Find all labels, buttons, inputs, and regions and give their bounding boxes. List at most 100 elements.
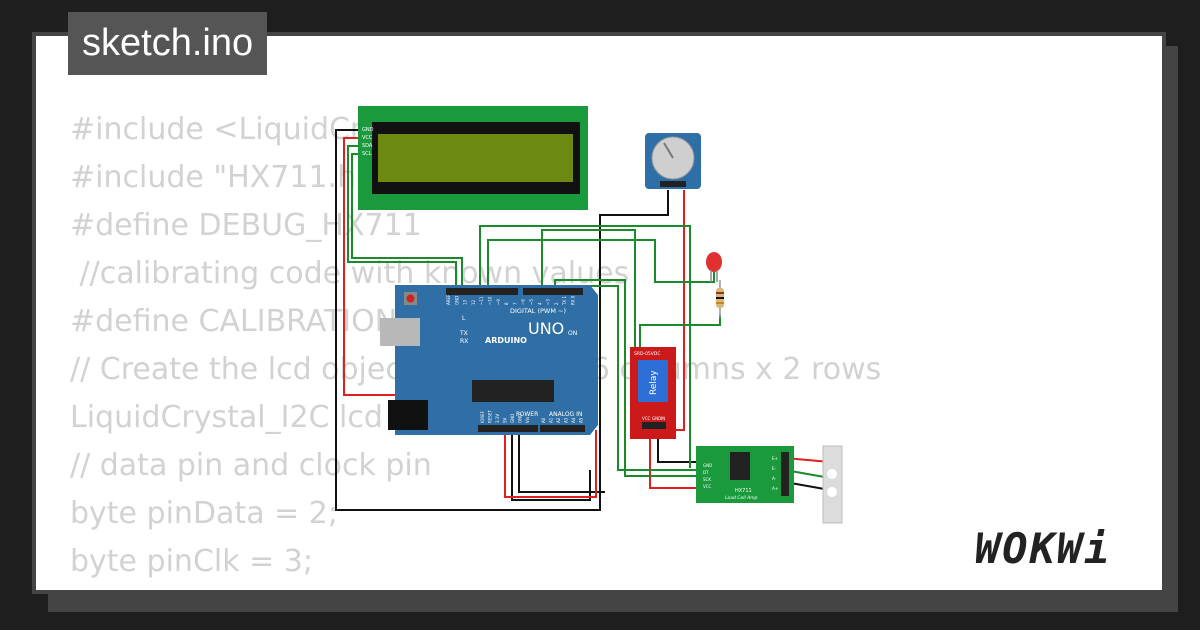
pin-label: RX 0: [571, 295, 576, 305]
l-label: L: [462, 315, 466, 322]
pin-label: Vin: [525, 416, 530, 423]
uno-logo-text: UNO: [528, 319, 564, 338]
code-line: byte pinClk = 3;: [70, 544, 314, 579]
pin-label: ~6: [521, 299, 526, 305]
pin-label: 5V: [503, 417, 508, 423]
tx-label: TX: [459, 330, 468, 337]
load-cell-bar: [822, 445, 843, 524]
hx711-sublabel: Load Cell Amp: [725, 495, 758, 501]
pin-label: A2: [556, 417, 561, 423]
pin-label: GND: [510, 414, 515, 423]
pin-label: A3: [564, 417, 569, 423]
lcd-pin-label: VCC: [362, 135, 373, 141]
relay-pins: [642, 422, 666, 429]
pin-label: 12: [471, 299, 476, 305]
digital-header-right: [523, 288, 583, 295]
on-label: ON: [568, 330, 577, 337]
analog-header: [540, 425, 585, 432]
hx711-pin-label: DT: [703, 470, 709, 475]
usb-port: [380, 318, 420, 346]
wire-relay-in: [541, 229, 636, 350]
lcd-display: GND VCC SDA SCL: [358, 106, 588, 210]
pin-label: ~5: [529, 299, 534, 305]
lcd-pin-label: SDA: [362, 143, 373, 149]
pin-label: 8: [504, 302, 509, 305]
digital-label: DIGITAL (PWM ~): [510, 307, 566, 315]
wire-pin13: [479, 225, 691, 468]
hx711-right-pin-label: E-: [772, 466, 777, 471]
hx711-pin-label: VCC: [703, 484, 712, 489]
resistor: [716, 280, 724, 318]
relay-pin-label: GND: [652, 416, 661, 421]
wokwi-logo: WOKWi: [975, 524, 1112, 573]
pin-label: ~3: [546, 299, 551, 305]
pin-label: GND: [518, 414, 523, 423]
power-jack: [388, 400, 428, 430]
pin-label: 3.3V: [495, 414, 500, 423]
relay-pin-label: VCC: [642, 416, 651, 421]
pin-label: A4: [571, 417, 576, 423]
code-line: #define DEBUG_HX711: [70, 208, 422, 243]
wire-lcd-gnd: [335, 129, 669, 511]
code-line: byte pinData = 2;: [70, 496, 338, 531]
wire-led: [487, 239, 715, 293]
relay-module: SRD-05VDC Relay VCC GND IN: [630, 347, 676, 439]
code-preview: #include <LiquidCry#include "HX711.h#def…: [70, 106, 881, 586]
lcd-pin-label: SCL: [362, 151, 372, 157]
pin-label: A5: [579, 417, 584, 423]
hx711-right-pin-label: A+: [772, 486, 778, 491]
wire-gnd-black: [511, 425, 591, 501]
hx711-chip: [730, 452, 750, 480]
hx711-module: HX711 Load Cell Amp GND DT SCK VCC E+ E-…: [696, 446, 794, 503]
analog-label: ANALOG IN: [549, 411, 582, 418]
arduino-brand: ARDUINO: [485, 336, 527, 345]
led-body: [706, 252, 722, 272]
code-line: //calibrating code with known values: [70, 256, 630, 291]
relay-label: Relay: [649, 370, 659, 395]
pin-label: AREF: [446, 294, 451, 305]
hx711-pin-label: GND: [703, 463, 712, 468]
hx711-right-pin-label: A-: [772, 476, 777, 481]
load-cell-hole: [827, 487, 837, 497]
wire-gnd-hx: [518, 425, 605, 493]
pin-label: A0: [541, 417, 546, 423]
power-header: [478, 425, 538, 432]
load-cell: [822, 445, 843, 524]
microcontroller-chip: [472, 380, 554, 402]
pin-label: 7: [512, 302, 517, 305]
relay-pin-label: IN: [661, 416, 665, 421]
pin-label: 4: [537, 302, 542, 305]
resistor-band: [716, 297, 724, 299]
pin-label: ~11: [479, 296, 484, 305]
led: [706, 252, 722, 282]
load-cell-hole: [827, 469, 837, 479]
resistor-band: [716, 292, 724, 294]
pin-label: ~9: [496, 299, 501, 305]
pin-label: GND: [454, 296, 459, 305]
pin-label: 13: [463, 299, 468, 305]
resistor-band: [716, 302, 724, 304]
relay-sublabel: SRD-05VDC: [634, 351, 660, 357]
rx-label: RX: [460, 338, 468, 345]
pot-indicator: [663, 142, 674, 159]
arduino-uno: DIGITAL (PWM ~) UNO ARDUINO ON TX RX L P…: [380, 285, 598, 435]
lcd-screen: [378, 134, 573, 182]
wire-hx-dt: [554, 279, 700, 477]
lcd-pin-label: GND: [362, 127, 374, 133]
pin-label: A1: [549, 417, 554, 423]
relay-coil: [638, 360, 668, 402]
hx711-right-header: [781, 452, 789, 496]
power-label: POWER: [516, 411, 538, 418]
pin-label: IOREF: [480, 410, 485, 423]
wire-lcd-scl: [351, 153, 463, 293]
wire-5v-red: [504, 425, 597, 498]
pin-label: TX 1: [562, 296, 567, 306]
pin-label: RESET: [488, 410, 493, 423]
code-line: #include "HX711.h: [70, 160, 357, 195]
code-line: // data pin and clock pin: [70, 448, 432, 483]
digital-header-left: [446, 288, 518, 295]
